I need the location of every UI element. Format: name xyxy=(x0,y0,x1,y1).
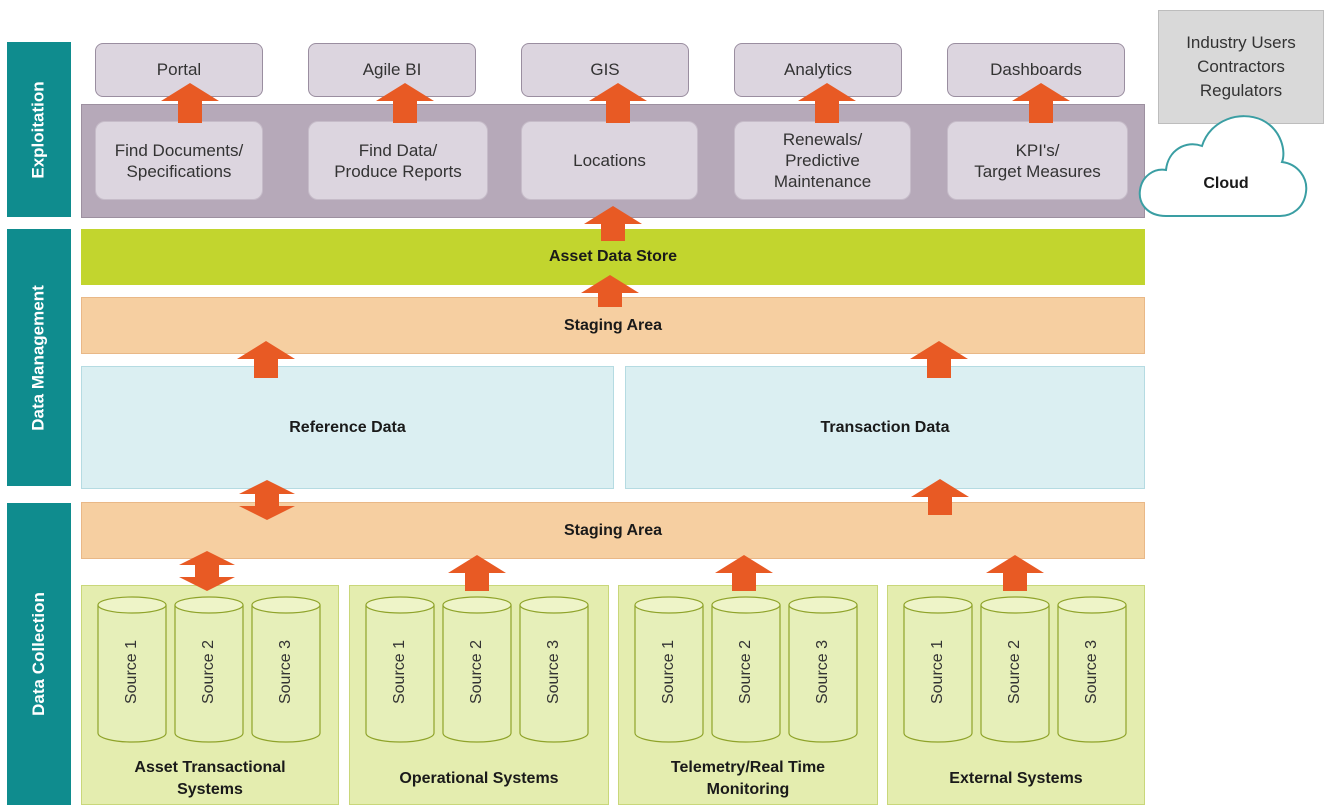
source-label: Source 2 xyxy=(467,639,485,705)
up-arrow-icon xyxy=(237,341,295,378)
up-arrow-icon xyxy=(986,555,1044,591)
bidirectional-arrow-icon xyxy=(179,551,235,591)
source-label: Source 3 xyxy=(276,639,294,705)
function-kpis: KPI's/Target Measures xyxy=(947,121,1128,200)
database-cylinder-icon xyxy=(711,596,781,743)
up-arrow-icon xyxy=(376,83,434,123)
bidirectional-arrow-icon xyxy=(239,480,295,520)
source-label: Source 3 xyxy=(813,639,831,705)
source-label: Source 2 xyxy=(1005,639,1023,705)
up-arrow-icon xyxy=(161,83,219,123)
output-portal: Portal xyxy=(95,43,263,97)
transaction-data: Transaction Data xyxy=(625,366,1145,489)
source-label: Source 3 xyxy=(1082,639,1100,705)
source-label: Source 1 xyxy=(928,639,946,705)
up-arrow-icon xyxy=(581,275,639,307)
source-label: Source 3 xyxy=(544,639,562,705)
cloud-icon xyxy=(1138,115,1308,217)
source-group-label: Operational Systems xyxy=(399,770,559,787)
database-cylinder-icon xyxy=(97,596,167,743)
up-arrow-icon xyxy=(910,341,968,378)
up-arrow-icon xyxy=(584,206,642,241)
band-data-management: Data Management xyxy=(7,229,71,486)
reference-data: Reference Data xyxy=(81,366,614,489)
up-arrow-icon xyxy=(715,555,773,591)
cloud-label: Cloud xyxy=(1203,175,1249,192)
database-cylinder-icon xyxy=(251,596,321,743)
band-exploitation: Exploitation xyxy=(7,42,71,217)
band-data-collection: Data Collection xyxy=(7,503,71,805)
function-find-documents: Find Documents/Specifications xyxy=(95,121,263,200)
user-regulators: Regulators xyxy=(1199,81,1283,100)
source-label: Source 2 xyxy=(736,639,754,705)
band-data-collection-label: Data Collection xyxy=(29,592,48,716)
database-cylinder-icon xyxy=(519,596,589,743)
user-contractors: Contractors xyxy=(1197,57,1285,76)
database-cylinder-icon xyxy=(634,596,704,743)
database-cylinder-icon xyxy=(903,596,973,743)
database-cylinder-icon xyxy=(788,596,858,743)
band-data-management-label: Data Management xyxy=(29,284,49,431)
source-group-label: External Systems xyxy=(949,770,1083,787)
database-cylinder-icon xyxy=(365,596,435,743)
source-label: Source 1 xyxy=(390,639,408,705)
user-industry: Industry Users xyxy=(1186,33,1296,52)
up-arrow-icon xyxy=(911,479,969,515)
output-agile-bi: Agile BI xyxy=(308,43,476,97)
users-box: Industry Users Contractors Regulators xyxy=(1158,10,1324,124)
up-arrow-icon xyxy=(448,555,506,591)
database-cylinder-icon xyxy=(1057,596,1127,743)
source-label: Source 1 xyxy=(122,639,140,705)
function-locations: Locations xyxy=(521,121,698,200)
database-cylinder-icon xyxy=(442,596,512,743)
band-exploitation-label: Exploitation xyxy=(29,80,48,179)
source-label: Source 1 xyxy=(659,639,677,705)
source-label: Source 2 xyxy=(199,639,217,705)
up-arrow-icon xyxy=(1012,83,1070,123)
up-arrow-icon xyxy=(589,83,647,123)
database-cylinder-icon xyxy=(174,596,244,743)
database-cylinder-icon xyxy=(980,596,1050,743)
up-arrow-icon xyxy=(798,83,856,123)
function-find-data: Find Data/Produce Reports xyxy=(308,121,488,200)
